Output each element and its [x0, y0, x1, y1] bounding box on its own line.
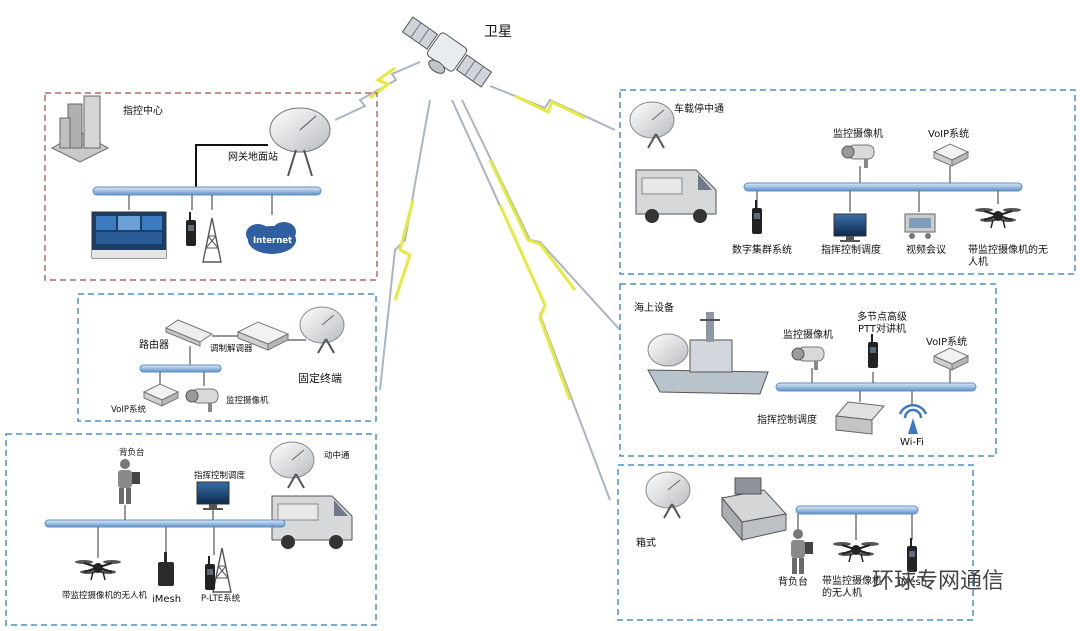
mobile-dispatch-label: 指挥控制调度	[194, 471, 246, 481]
link-box-type	[451, 99, 611, 501]
video-conference-label: 视频会议	[906, 245, 946, 256]
command-center-box	[44, 92, 378, 281]
modem-label: 调制解调器	[210, 344, 253, 354]
maritime-voip-icon	[933, 347, 969, 371]
fixed-terminal-label: 固定终端	[298, 372, 342, 385]
router-label: 路由器	[139, 340, 169, 351]
vehicle-drone-label: 带监控摄像机的无人机	[968, 245, 1048, 268]
vehicle-dish-icon	[629, 101, 675, 149]
watermark-text: 环球专网通信	[872, 569, 1005, 594]
backpack-label: 背负台	[119, 448, 145, 458]
box-drone-label: 带监控摄像机的无人机	[822, 576, 882, 599]
link-fixed-terminal	[379, 99, 431, 391]
plte-label: P-LTE系统	[201, 594, 241, 604]
satellite-links	[334, 61, 621, 501]
vehicle-label: 动中通	[324, 451, 350, 461]
video-wall-icon	[91, 211, 167, 259]
ship-icon	[647, 312, 769, 395]
maritime-bus	[775, 382, 977, 392]
mobile-comm-box	[5, 433, 377, 626]
maritime-dispatch-console-icon	[835, 401, 885, 435]
mobile-drone-label: 带监控摄像机的无人机	[62, 591, 148, 601]
box-type-bus	[795, 505, 919, 515]
mobile-drone-icon	[74, 559, 122, 581]
maritime-box	[619, 283, 997, 457]
vehicle-stop-box	[619, 89, 1076, 275]
vehicle-camera-icon	[841, 144, 875, 169]
gateway-link-line	[195, 144, 268, 190]
vehicle-voip-label: VoIP系统	[928, 129, 970, 140]
backpack-person-icon	[118, 459, 140, 504]
link-box-type-bolt	[498, 204, 572, 401]
plte-tower-icon	[212, 547, 232, 593]
satellite-label: 卫星	[484, 24, 512, 40]
fixed-terminal-box	[77, 293, 377, 422]
box-type-box	[617, 464, 974, 621]
box-imesh-radio-icon	[907, 538, 917, 572]
router-icon	[164, 319, 214, 347]
mobile-comm-bus	[44, 519, 286, 528]
vehicle-camera-label: 监控摄像机	[833, 129, 883, 140]
command-center-title: 指控中心	[123, 106, 163, 117]
fixed-terminal-bus	[139, 364, 222, 373]
maritime-camera-icon	[791, 346, 825, 371]
vehicle-dispatch-monitor-icon	[833, 213, 867, 243]
tower-icon	[202, 217, 222, 263]
imesh-icon	[158, 552, 174, 586]
fixed-terminal-dish-icon	[299, 306, 345, 354]
link-vehicle-stop-bolt	[514, 94, 586, 120]
gateway-label: 网关地面站	[228, 152, 278, 163]
mobile-dish-icon	[269, 441, 315, 489]
vehicle-stop-bus	[743, 182, 1023, 192]
imesh-label: iMesh	[152, 594, 182, 605]
box-drone-icon	[832, 541, 880, 563]
link-maritime-bolt	[488, 159, 577, 291]
maritime-camera-label: 监控摄像机	[783, 330, 833, 341]
vehicle-dispatch-label: 指挥控制调度	[821, 245, 881, 256]
wifi-label: Wi-Fi	[900, 437, 924, 448]
vehicle-van-icon	[635, 169, 717, 224]
command-building-icon	[50, 95, 110, 163]
fixed-voip-label: VoIP系统	[111, 405, 146, 415]
wifi-icon	[898, 404, 928, 434]
trunk-label: 数字集群系统	[732, 245, 792, 256]
box-backpack-person-icon	[791, 529, 813, 574]
vehicle-drone-icon	[974, 207, 1022, 229]
video-conference-icon	[904, 213, 936, 239]
modem-icon	[236, 321, 290, 351]
cloud-label: Internet	[253, 236, 293, 246]
fixed-camera-label: 监控摄像机	[226, 396, 269, 406]
equipment-case-icon	[721, 477, 787, 542]
cloud-icon	[246, 222, 296, 254]
fixed-voip-icon	[143, 383, 179, 407]
ptt-label: 多节点高级PTT对讲机	[857, 312, 907, 335]
vehicle-stop-title: 车载停中通	[674, 104, 724, 115]
link-command-center-bolt	[369, 66, 396, 100]
dispatch-monitor-icon	[196, 481, 230, 511]
fixed-camera-icon	[185, 388, 219, 413]
trunk-radio-icon	[752, 200, 762, 234]
maritime-dispatch-label: 指挥控制调度	[757, 415, 817, 426]
link-fixed-terminal-bolt	[393, 199, 415, 301]
satellite-icon	[401, 16, 493, 88]
link-vehicle-stop	[489, 85, 616, 131]
maritime-title: 海上设备	[634, 303, 674, 314]
radio-icon	[186, 212, 196, 246]
vehicle-voip-icon	[933, 143, 969, 167]
box-backpack-label: 背负台	[778, 577, 808, 588]
ptt-radio-icon	[868, 334, 878, 368]
box-imesh-label: iMesh	[898, 577, 928, 588]
plte-radio-icon	[205, 556, 215, 590]
gateway-dish-icon	[269, 107, 331, 177]
box-type-title: 箱式	[636, 538, 656, 549]
box-dish-icon	[645, 471, 691, 519]
command-center-bus	[92, 186, 322, 196]
maritime-voip-label: VoIP系统	[926, 337, 968, 348]
